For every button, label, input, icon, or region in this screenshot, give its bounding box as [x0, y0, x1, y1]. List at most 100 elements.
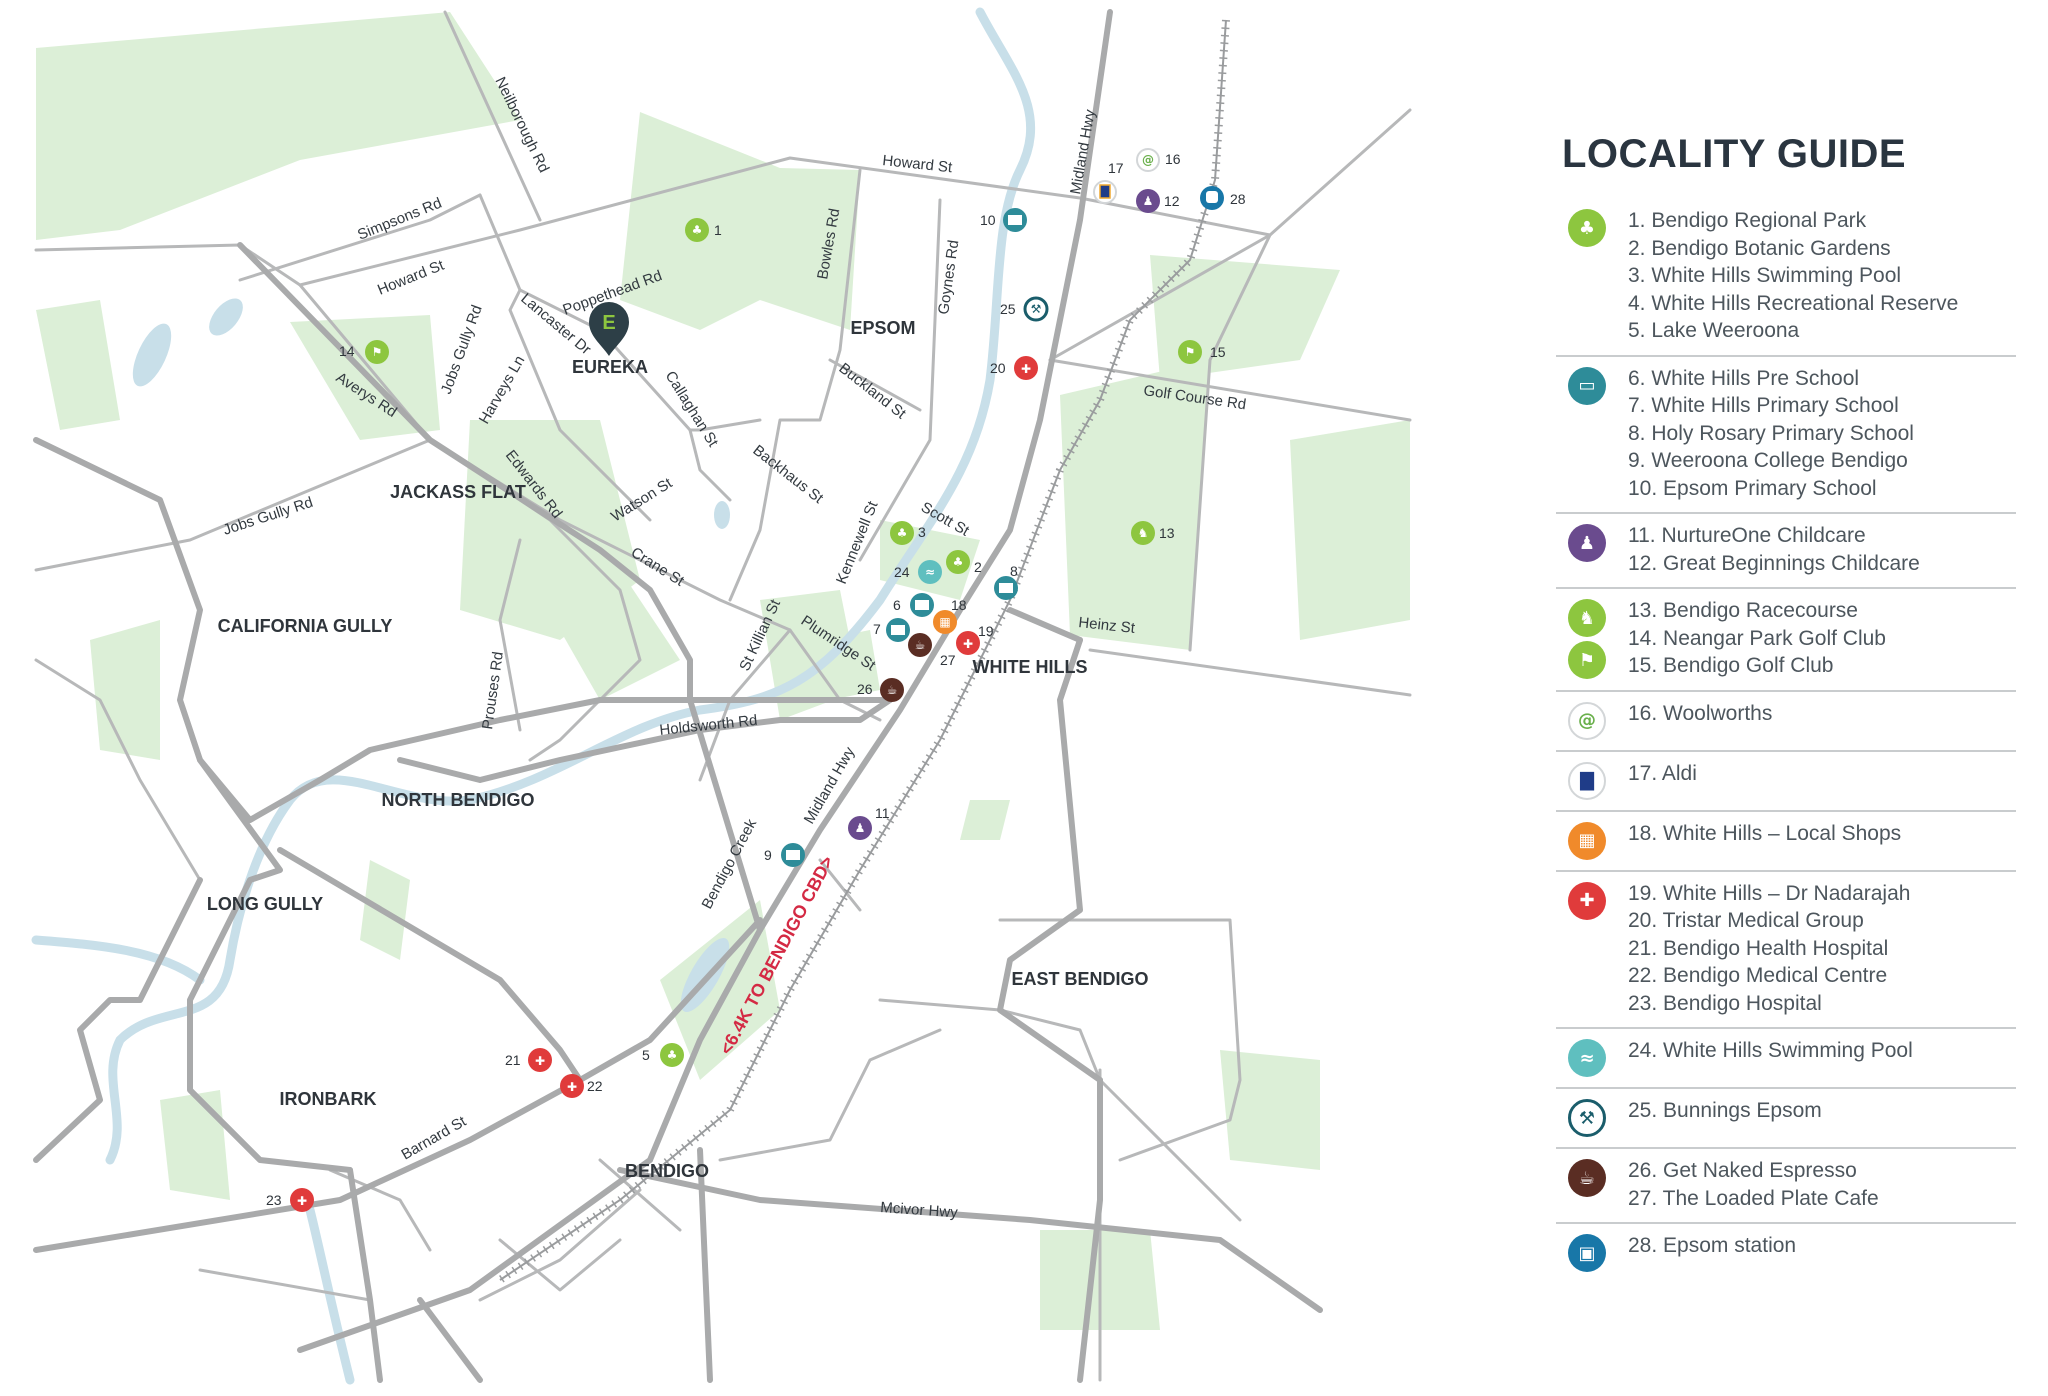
pin-28[interactable]: 28 [1200, 186, 1246, 210]
park-area [1060, 360, 1210, 650]
golf-icon: ⚑ [372, 345, 383, 359]
medical-cross-icon: ✚ [963, 637, 973, 651]
legend-items: 25. Bunnings Epsom [1616, 1097, 1822, 1125]
ironbark-link [33, 877, 203, 1163]
legend-items: 18. White Hills – Local Shops [1616, 820, 1901, 848]
woolworths-icon: @ [1568, 701, 1606, 740]
legend-item: 21. Bendigo Health Hospital [1628, 936, 1889, 960]
pin-13[interactable]: ♞13 [1131, 521, 1175, 545]
legend-group-icons: ♟ [1556, 522, 1616, 562]
suburb-epsom: EPSOM [850, 318, 915, 338]
pin-number: 19 [978, 623, 994, 639]
book-icon [999, 583, 1013, 593]
train-icon [1206, 191, 1218, 203]
pin-number: 15 [1210, 344, 1226, 360]
eureka-location-marker[interactable]: E [589, 302, 629, 356]
horse-icon: ♞ [1568, 599, 1606, 637]
lake [209, 298, 243, 336]
pin-number: 14 [339, 343, 355, 359]
pin-27[interactable]: ☕ 27 [908, 633, 956, 668]
legend-group-icons: ▇ [1556, 760, 1616, 800]
pin-number: 3 [918, 524, 926, 540]
park-areas [36, 12, 1410, 1330]
pin-14[interactable]: ⚑ 14 [339, 340, 389, 364]
pin-26[interactable]: ☕26 [857, 678, 904, 702]
park-area [960, 800, 1010, 840]
park-area [1150, 255, 1340, 380]
pin-24[interactable]: ≈24 [894, 560, 942, 584]
legend-item: 2. Bendigo Botanic Gardens [1628, 236, 1891, 260]
pin-6[interactable]: 6 [893, 593, 934, 617]
legend-item: 14. Neangar Park Golf Club [1628, 626, 1886, 650]
pin-2[interactable]: ♣2 [946, 550, 982, 575]
pin-8[interactable]: 8 [994, 563, 1018, 600]
pin-19[interactable]: ✚ 19 [956, 623, 994, 655]
pin-number: 12 [1164, 193, 1180, 209]
pin-18[interactable]: ▦18 [933, 597, 967, 634]
pin-number: 27 [940, 652, 956, 668]
legend-item: 19. White Hills – Dr Nadarajah [1628, 881, 1911, 905]
south-east-road [1077, 1077, 1103, 1383]
pin-23[interactable]: ✚23 [266, 1188, 314, 1212]
western-link [187, 757, 353, 1173]
pin-15[interactable]: ⚑ 15 [1178, 340, 1226, 364]
pin-17[interactable]: 17 [1093, 160, 1124, 204]
book-icon [915, 600, 929, 610]
legend-item: 4. White Hills Recreational Reserve [1628, 291, 1959, 315]
pin-25[interactable]: ⚒25 [1000, 296, 1049, 322]
childcare-icon: ♟ [1143, 194, 1154, 208]
legend-item: 23. Bendigo Hospital [1628, 991, 1822, 1015]
legend-group-icons: ▣ [1556, 1232, 1616, 1272]
pin-1[interactable]: ♣1 [685, 218, 722, 242]
calder-west [33, 437, 893, 823]
pin-12[interactable]: ♟ 12 [1136, 189, 1180, 213]
pin-number: 16 [1165, 151, 1181, 167]
legend-item: 28. Epsom station [1628, 1234, 1797, 1257]
map-area[interactable]: Neilborough Rd Simpsons Rd Howard St How… [0, 0, 1440, 1396]
pin-20[interactable]: ✚20 [990, 356, 1038, 380]
legend-item: 27. The Loaded Plate Cafe [1628, 1186, 1879, 1210]
poi-pins[interactable]: ♣1 ♣2 ♣3 ♣5 6 7 8 9 10 ♟11 ♟12 ♞13 ⚑14 ⚑… [266, 148, 1246, 1212]
legend-item: 18. White Hills – Local Shops [1628, 821, 1902, 845]
east-bendigo-link [997, 637, 1103, 1083]
pin-number: 21 [505, 1052, 521, 1068]
railway [497, 19, 1230, 1284]
legend-item: 10. Epsom Primary School [1628, 476, 1877, 500]
pin-number: 26 [857, 681, 873, 697]
pin-number: 8 [1010, 563, 1018, 579]
legend-group: ▦18. White Hills – Local Shops [1556, 812, 2016, 872]
pin-3[interactable]: ♣3 [890, 521, 926, 545]
pin-5[interactable]: ♣5 [642, 1043, 684, 1067]
legend-group-icons: ⚒ [1556, 1097, 1616, 1137]
suburb-ironbark: IRONBARK [280, 1089, 377, 1109]
pin-11[interactable]: ♟11 [848, 805, 890, 840]
childcare-icon: ♟ [1568, 524, 1606, 562]
tree-icon: ♣ [953, 555, 964, 569]
park-area [160, 1090, 230, 1200]
legend-items: 28. Epsom station [1616, 1232, 1796, 1260]
pin-16[interactable]: @16 [1136, 148, 1181, 172]
book-icon: ▭ [1568, 366, 1606, 405]
suburb-long-gully: LONG GULLY [207, 894, 323, 914]
road-label: Neilborough Rd [491, 74, 552, 175]
park-area [1290, 420, 1410, 640]
legend-group-icons: ▭ [1556, 365, 1616, 405]
aldi-icon [1099, 184, 1111, 199]
pin-10[interactable]: 10 [980, 208, 1027, 232]
creek-branch [305, 1205, 355, 1385]
suburb-bendigo: BENDIGO [625, 1161, 709, 1181]
legend-group-icons: ☕ [1556, 1157, 1616, 1197]
creek-branch [31, 935, 205, 985]
legend-group: ▇17. Aldi [1556, 752, 2016, 812]
pin-7[interactable]: 7 [873, 618, 910, 642]
coffee-icon: ☕ [915, 638, 926, 652]
pin-21[interactable]: ✚21 [505, 1048, 552, 1072]
pin-9[interactable]: 9 [764, 843, 805, 867]
pin-22[interactable]: ✚22 [560, 1074, 603, 1098]
golf-icon: ⚑ [1185, 345, 1196, 359]
averys-jobs-gully [237, 242, 693, 703]
locality-guide: LOCALITY GUIDE ♣1. Bendigo Regional Park… [1556, 132, 2016, 1282]
